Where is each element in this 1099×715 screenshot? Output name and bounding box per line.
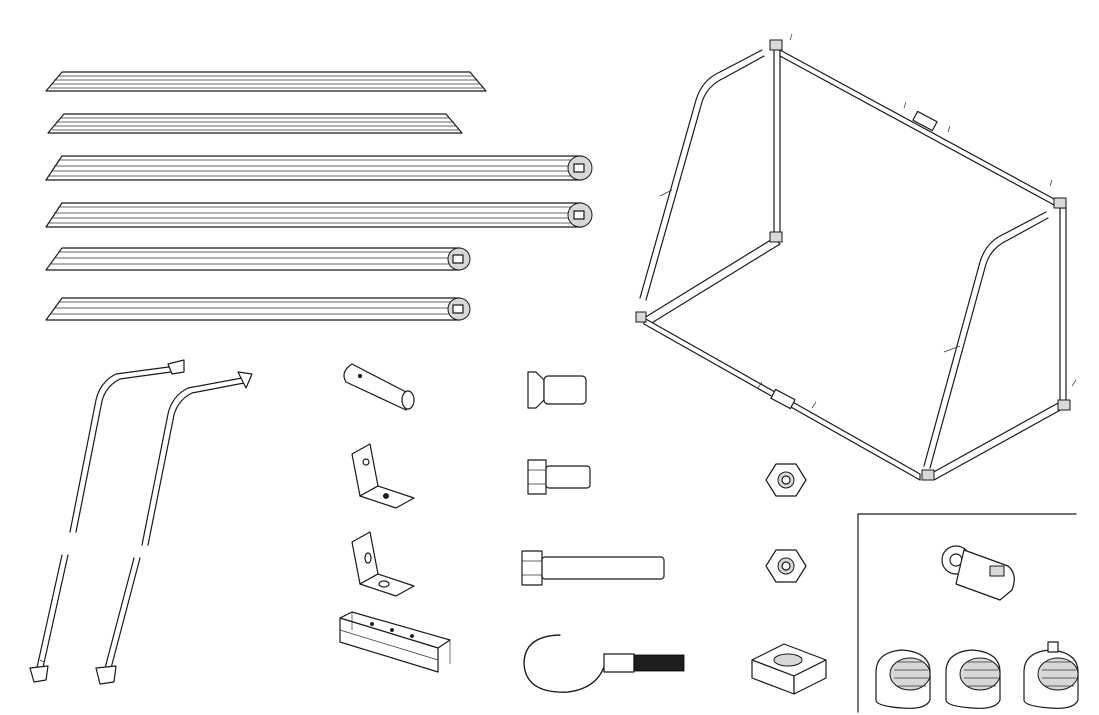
- net-clip: [875, 649, 931, 709]
- profile-rail-medium: [47, 113, 463, 134]
- angle-bracket: [351, 531, 415, 597]
- lock-nut: [765, 549, 807, 583]
- hex-bolt-long: [521, 550, 665, 586]
- net-clip: [945, 649, 1001, 709]
- countersunk-bolt: [527, 371, 587, 409]
- assembled-frame: [635, 33, 1077, 481]
- clamp-block: [751, 643, 827, 695]
- round-post-long: [45, 155, 593, 181]
- clips-inset: [857, 513, 1077, 713]
- round-post-short: [45, 297, 471, 321]
- round-post-long: [45, 202, 593, 228]
- ground-peg-tube: [95, 557, 141, 685]
- profile-rail-long: [45, 71, 487, 92]
- bent-back-strut: [141, 371, 253, 546]
- ground-peg-tube: [29, 554, 69, 683]
- round-post-short: [45, 247, 471, 271]
- angle-bracket: [351, 443, 415, 509]
- hex-bolt-short: [527, 459, 591, 495]
- bent-back-strut: [69, 359, 185, 533]
- lock-nut: [765, 463, 807, 497]
- connector-pin: [343, 363, 415, 411]
- joiner-channel: [339, 611, 451, 673]
- hook-bolt: [523, 634, 685, 693]
- net-hook: [941, 545, 1015, 601]
- net-clip: [1023, 641, 1079, 709]
